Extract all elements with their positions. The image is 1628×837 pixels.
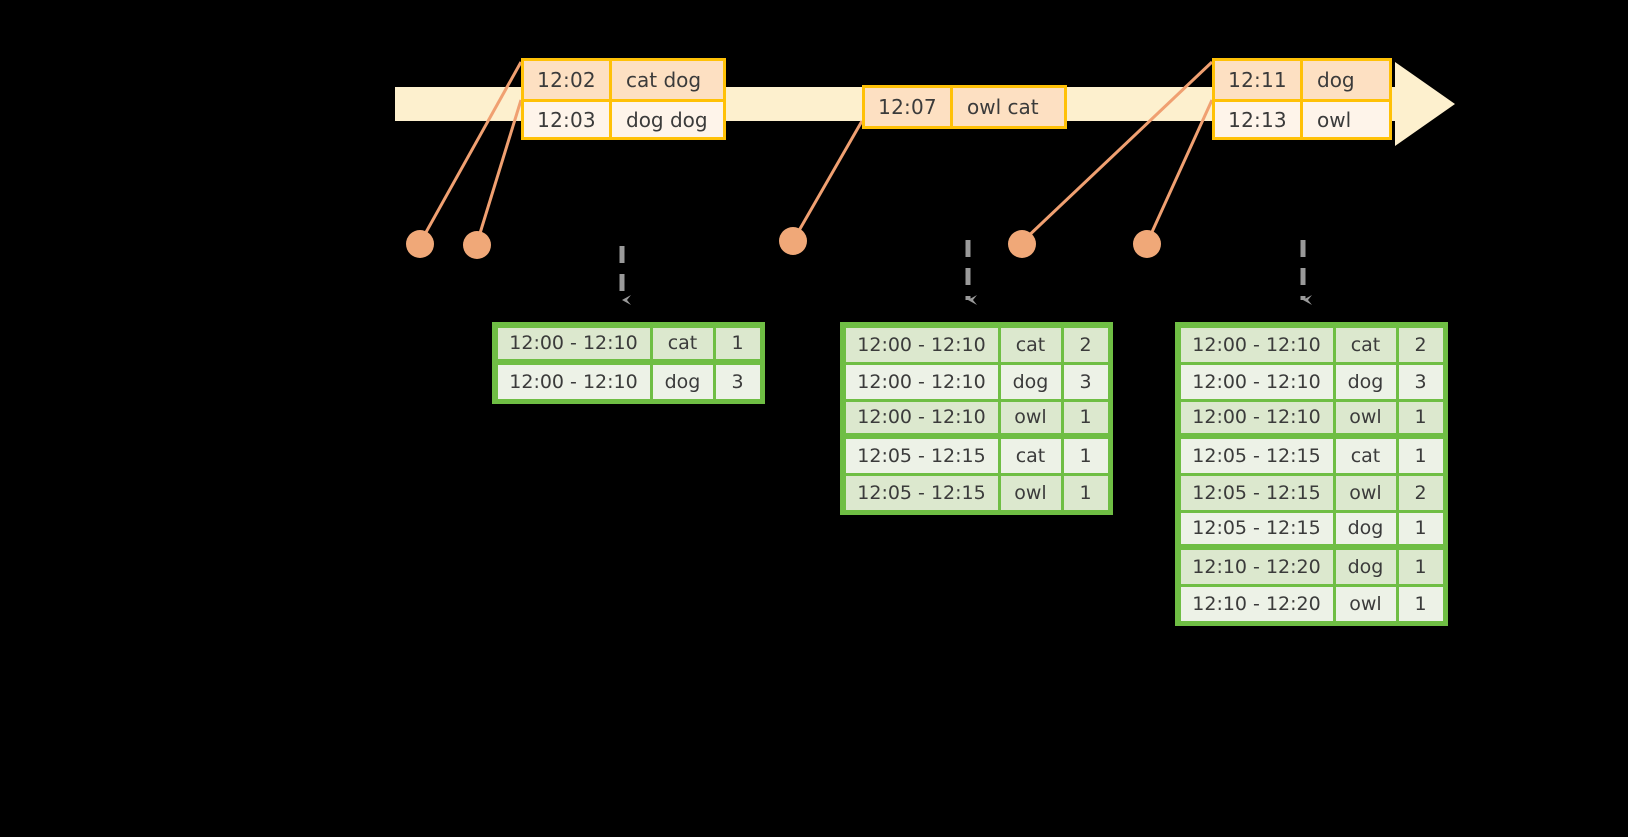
table-row[interactable]: 12:00 - 12:10 owl 1 bbox=[844, 400, 1109, 437]
table-row[interactable]: 12:05 - 12:15 dog 1 bbox=[1179, 511, 1444, 548]
event-payload: dog bbox=[1317, 68, 1355, 92]
cell-key: cat bbox=[1000, 438, 1061, 473]
table-row[interactable]: 12:05 - 12:15 cat 1 bbox=[1179, 437, 1444, 474]
cell-key: cat bbox=[1335, 327, 1396, 362]
cell-count: 1 bbox=[1398, 549, 1443, 584]
cell-count: 1 bbox=[1063, 475, 1108, 510]
cell-window: 12:00 - 12:10 bbox=[497, 364, 650, 399]
cell-key: cat bbox=[1000, 327, 1061, 362]
connector-dot bbox=[779, 227, 807, 255]
cell-key: owl bbox=[1335, 475, 1396, 510]
event-time: 12:13 bbox=[1215, 102, 1303, 137]
table-row[interactable]: 12:10 - 12:20 owl 1 bbox=[1179, 585, 1444, 622]
cell-window: 12:10 - 12:20 bbox=[1180, 549, 1333, 584]
connector-dots bbox=[406, 227, 1161, 259]
cell-window: 12:05 - 12:15 bbox=[1180, 475, 1333, 510]
cell-window: 12:00 - 12:10 bbox=[1180, 364, 1333, 399]
table-row[interactable]: 12:00 - 12:10 dog 3 bbox=[1179, 363, 1444, 400]
event-time: 12:07 bbox=[865, 88, 953, 126]
emit-arrows bbox=[619, 240, 1312, 305]
cell-count: 3 bbox=[1063, 364, 1108, 399]
cell-window: 12:10 - 12:20 bbox=[1180, 586, 1333, 621]
cell-count: 1 bbox=[1398, 438, 1443, 473]
cell-key: owl bbox=[1335, 401, 1396, 433]
cell-key: owl bbox=[1000, 475, 1061, 510]
event-row[interactable]: 12:11 dog bbox=[1215, 61, 1389, 99]
cell-window: 12:05 - 12:15 bbox=[1180, 512, 1333, 544]
table-row[interactable]: 12:00 - 12:10 owl 1 bbox=[1179, 400, 1444, 437]
cell-window: 12:05 - 12:15 bbox=[845, 475, 998, 510]
event-payload: owl bbox=[1317, 107, 1352, 132]
event-time: 12:03 bbox=[524, 102, 612, 137]
cell-key: dog bbox=[1335, 512, 1396, 544]
cell-window: 12:00 - 12:10 bbox=[497, 327, 650, 359]
connector-dot bbox=[463, 231, 491, 259]
cell-count: 1 bbox=[1063, 401, 1108, 433]
cell-key: dog bbox=[1335, 364, 1396, 399]
result-table-3[interactable]: 12:00 - 12:10 cat 2 12:00 - 12:10 dog 3 … bbox=[1175, 322, 1448, 626]
cell-count: 2 bbox=[1398, 327, 1443, 362]
connector-dot bbox=[1008, 230, 1036, 258]
cell-window: 12:05 - 12:15 bbox=[1180, 438, 1333, 473]
cell-key: owl bbox=[1000, 401, 1061, 433]
event-group-2[interactable]: 12:07 owl cat bbox=[862, 85, 1067, 129]
event-group-1[interactable]: 12:02 cat dog 12:03 dog dog bbox=[521, 58, 726, 140]
cell-count: 3 bbox=[1398, 364, 1443, 399]
cell-key: owl bbox=[1335, 586, 1396, 621]
cell-window: 12:00 - 12:10 bbox=[845, 327, 998, 362]
table-row[interactable]: 12:00 - 12:10 dog 3 bbox=[844, 363, 1109, 400]
cell-window: 12:05 - 12:15 bbox=[845, 438, 998, 473]
cell-count: 2 bbox=[1398, 475, 1443, 510]
table-row[interactable]: 12:00 - 12:10 cat 1 bbox=[496, 326, 761, 363]
cell-key: dog bbox=[652, 364, 713, 399]
connector-dot bbox=[1133, 230, 1161, 258]
cell-count: 1 bbox=[1398, 512, 1443, 544]
table-row[interactable]: 12:00 - 12:10 cat 2 bbox=[844, 326, 1109, 363]
event-row[interactable]: 12:07 owl cat bbox=[865, 88, 1064, 126]
event-row[interactable]: 12:02 cat dog bbox=[524, 61, 723, 99]
cell-count: 1 bbox=[1398, 401, 1443, 433]
table-row[interactable]: 12:05 - 12:15 cat 1 bbox=[844, 437, 1109, 474]
cell-key: cat bbox=[652, 327, 713, 359]
table-row[interactable]: 12:05 - 12:15 owl 1 bbox=[844, 474, 1109, 511]
cell-count: 3 bbox=[715, 364, 760, 399]
cell-window: 12:00 - 12:10 bbox=[845, 364, 998, 399]
cell-key: cat bbox=[1335, 438, 1396, 473]
event-time: 12:02 bbox=[524, 61, 612, 99]
table-row[interactable]: 12:10 - 12:20 dog 1 bbox=[1179, 548, 1444, 585]
event-row[interactable]: 12:03 dog dog bbox=[524, 99, 723, 137]
cell-count: 2 bbox=[1063, 327, 1108, 362]
cell-count: 1 bbox=[1063, 438, 1108, 473]
event-group-3[interactable]: 12:11 dog 12:13 owl bbox=[1212, 58, 1392, 140]
connector-dot bbox=[406, 230, 434, 258]
result-table-1[interactable]: 12:00 - 12:10 cat 1 12:00 - 12:10 dog 3 bbox=[492, 322, 765, 404]
event-payload: owl cat bbox=[967, 95, 1039, 119]
event-payload: dog dog bbox=[626, 107, 708, 132]
event-payload: cat dog bbox=[626, 68, 702, 92]
result-table-2[interactable]: 12:00 - 12:10 cat 2 12:00 - 12:10 dog 3 … bbox=[840, 322, 1113, 515]
cell-key: dog bbox=[1335, 549, 1396, 584]
table-row[interactable]: 12:05 - 12:15 owl 2 bbox=[1179, 474, 1444, 511]
cell-count: 1 bbox=[1398, 586, 1443, 621]
cell-window: 12:00 - 12:10 bbox=[1180, 401, 1333, 433]
cell-window: 12:00 - 12:10 bbox=[845, 401, 998, 433]
cell-key: dog bbox=[1000, 364, 1061, 399]
table-row[interactable]: 12:00 - 12:10 cat 2 bbox=[1179, 326, 1444, 363]
event-row[interactable]: 12:13 owl bbox=[1215, 99, 1389, 137]
table-row[interactable]: 12:00 - 12:10 dog 3 bbox=[496, 363, 761, 400]
cell-window: 12:00 - 12:10 bbox=[1180, 327, 1333, 362]
cell-count: 1 bbox=[715, 327, 760, 359]
event-time: 12:11 bbox=[1215, 61, 1303, 99]
